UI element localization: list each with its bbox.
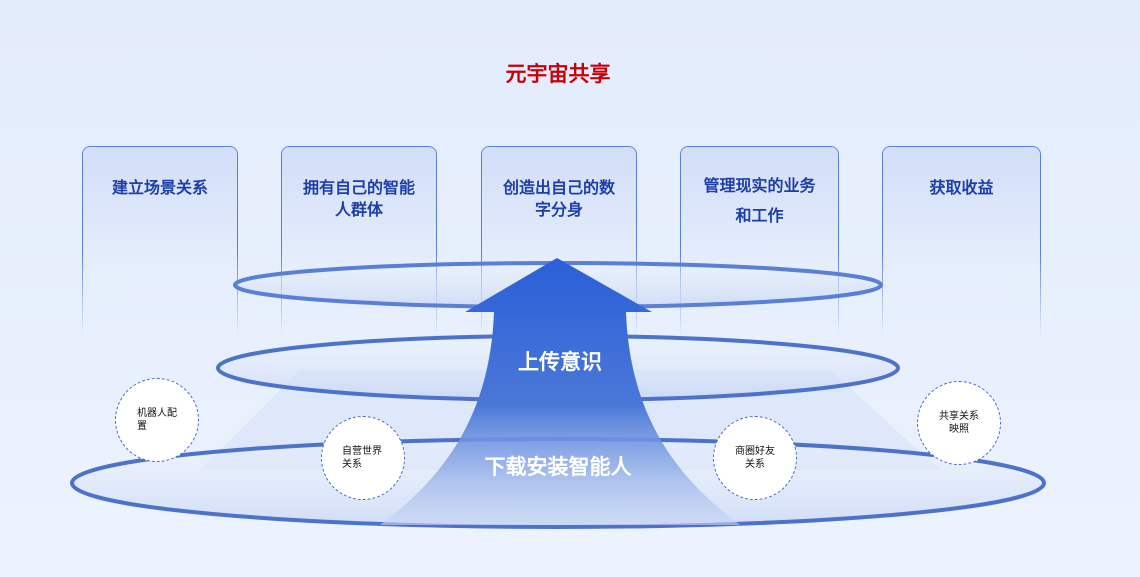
upload-arrow: [380, 258, 740, 525]
diagram-title: 元宇宙共享: [505, 62, 611, 86]
circle-business-friends: 商圈好友关系: [713, 416, 797, 500]
card-label: 建立场景关系: [111, 178, 208, 197]
circle-label: 机器人配置: [137, 408, 177, 432]
download-label: 下载安装智能人: [484, 455, 632, 479]
card-label: 创造出自己的数字分身: [502, 178, 615, 219]
circle-label: 共享关系映照: [939, 411, 979, 435]
circle-label: 自营世界关系: [342, 446, 382, 470]
upload-label: 上传意识: [518, 350, 602, 374]
circle-robot-config: 机器人配置: [115, 378, 199, 462]
card-label: 拥有自己的智能人群体: [302, 178, 415, 219]
card-build-scene: 建立场景关系: [82, 146, 238, 336]
card-earn-revenue: 获取收益: [882, 146, 1041, 336]
circle-own-world: 自营世界关系: [321, 416, 405, 500]
card-label: 获取收益: [929, 178, 994, 197]
circle-shared-mapping: 共享关系映照: [917, 381, 1001, 465]
circle-label: 商圈好友关系: [735, 446, 775, 470]
card-label: 管理现实的业务和工作: [703, 176, 816, 225]
